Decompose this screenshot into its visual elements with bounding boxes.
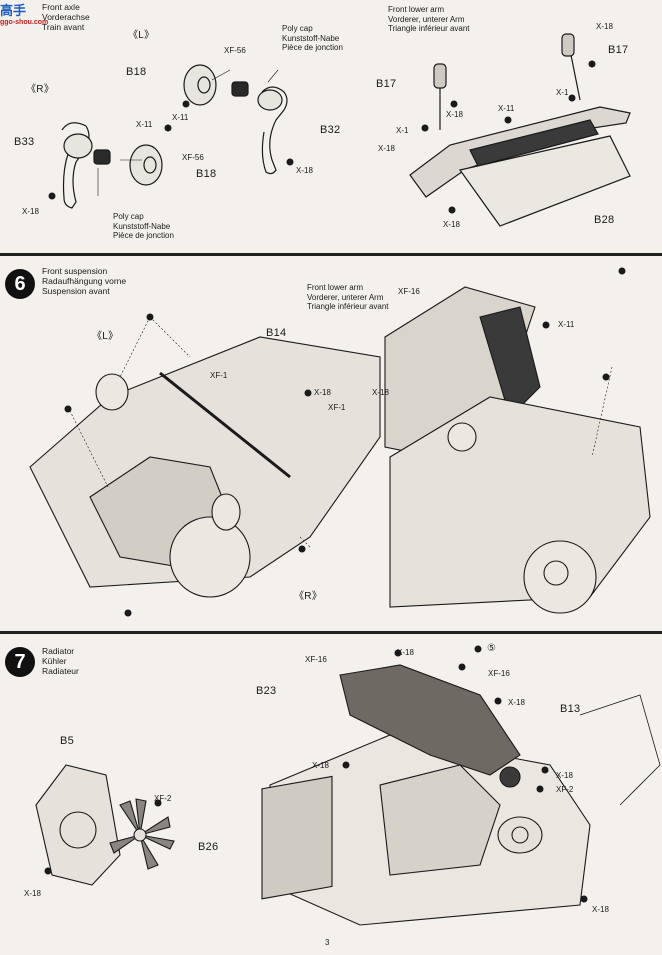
part-b28: B28 — [594, 214, 615, 226]
lower-arm6-en: Front lower arm — [307, 283, 364, 292]
divider-step6-7 — [0, 631, 662, 634]
paint-x18-s7e: X-18 — [556, 771, 573, 780]
polycap-note-top: Poly cap Kunststoff-Nabe Pièce de joncti… — [282, 24, 343, 53]
watermark-glyphs: 高手 — [0, 3, 27, 18]
paint-xf16-s6: XF-16 — [398, 287, 420, 296]
polycap-bottom-en: Poly cap — [113, 212, 144, 221]
part-b18-top: B18 — [126, 66, 147, 78]
step-radiator: 7 Radiator Kühler Radiateur — [0, 635, 662, 935]
lower-arm-note-step5: Front lower arm Vorderer, unterer Arm Tr… — [388, 5, 470, 34]
step5-title-de: Vorderachse — [42, 12, 90, 22]
polycap-bottom-de: Kunststoff-Nabe — [113, 221, 171, 231]
polycap-top-en: Poly cap — [282, 24, 313, 33]
step6-title: Front suspension Radaufhängung vorne Sus… — [42, 266, 126, 296]
paint-x18-s7d: X-18 — [508, 698, 525, 707]
ref-step5: ⑤ — [487, 643, 496, 654]
step5-title-fr: Train avant — [42, 22, 85, 32]
part-b18-bottom: B18 — [196, 168, 217, 180]
lower-arm-note-step6: Front lower arm Vorderer, unterer Arm Tr… — [307, 283, 389, 312]
paint-x18-b: X-18 — [296, 166, 313, 175]
paint-x11-top: X-11 — [172, 113, 189, 122]
part-b17-left: B17 — [376, 78, 397, 90]
step-front-suspension: 6 Front suspension Radaufhängung vorne S… — [0, 257, 662, 629]
polycap-bottom-fr: Pièce de jonction — [113, 231, 174, 240]
step6-title-fr: Suspension avant — [42, 286, 110, 296]
paint-x18-s7f: X-18 — [592, 905, 609, 914]
paint-xf56-top: XF-56 — [224, 46, 246, 55]
part-b13: B13 — [560, 703, 581, 715]
side-left-label: 《L》 — [128, 30, 155, 41]
paint-x11-s6: X-11 — [558, 320, 575, 329]
watermark-site: ggo-shou.com — [0, 19, 49, 26]
part-b5: B5 — [60, 735, 75, 747]
step6-side-left: 《L》 — [92, 331, 119, 342]
front-axle-illustration — [48, 33, 631, 227]
paint-x18-d: X-18 — [443, 220, 460, 229]
page-number: 3 — [325, 938, 330, 947]
part-b26: B26 — [198, 841, 219, 853]
paint-x18-a: X-18 — [22, 207, 39, 216]
paint-xf2-a: XF-2 — [154, 794, 172, 803]
paint-x18-s6a: X-18 — [314, 388, 331, 397]
radiator-illustration — [35, 645, 661, 926]
polycap-top-de: Kunststoff-Nabe — [282, 33, 340, 43]
part-b17-right: B17 — [608, 44, 629, 56]
side-right-label: 《R》 — [26, 84, 55, 95]
part-b23: B23 — [256, 685, 277, 697]
paint-x11-left: X-11 — [136, 120, 153, 129]
paint-x18-s7a: X-18 — [24, 889, 41, 898]
watermark-logo: 高手 ggo-shou.com — [0, 0, 68, 32]
step7-title-fr: Radiateur — [42, 666, 79, 676]
step6-title-de: Radaufhängung vorne — [42, 276, 127, 286]
part-b14: B14 — [266, 327, 287, 339]
part-b33: B33 — [14, 136, 35, 148]
paint-x18-e: X-18 — [596, 22, 613, 31]
step6-title-en: Front suspension — [42, 266, 108, 276]
divider-step5-6 — [0, 253, 662, 256]
paint-xf56-bottom: XF-56 — [182, 153, 204, 162]
paint-xf16-a: XF-16 — [305, 655, 327, 664]
step5-title-en: Front axle — [42, 2, 80, 12]
part-b32: B32 — [320, 124, 341, 136]
paint-xf2-b: XF-2 — [556, 785, 574, 794]
polycap-note-bottom: Poly cap Kunststoff-Nabe Pièce de joncti… — [113, 212, 174, 241]
paint-x18-f: X-18 — [378, 144, 395, 153]
front-suspension-illustration — [29, 267, 651, 617]
lower-arm5-de: Vorderer, unterer Arm — [388, 14, 465, 24]
step6-side-right: 《R》 — [294, 591, 323, 602]
lower-arm5-fr: Triangle inférieur avant — [388, 24, 470, 33]
step7-title: Radiator Kühler Radiateur — [42, 646, 79, 676]
lower-arm6-de: Vorderer, unterer Arm — [307, 292, 384, 302]
step5-title: Front axle Vorderachse Train avant — [42, 2, 90, 32]
paint-x18-c: X-18 — [446, 110, 463, 119]
paint-x11-arm: X-11 — [498, 104, 515, 113]
paint-xf1-a: XF-1 — [210, 371, 228, 380]
paint-x1-a: X-1 — [396, 126, 409, 135]
lower-arm6-fr: Triangle inférieur avant — [307, 302, 389, 311]
step7-number-badge: 7 — [5, 647, 35, 677]
paint-x18-s7b: X-18 — [312, 761, 329, 770]
paint-xf16-b: XF-16 — [488, 669, 510, 678]
paint-xf1-b: XF-1 — [328, 403, 346, 412]
paint-x1-b: X-1 — [556, 88, 569, 97]
step7-title-en: Radiator — [42, 646, 75, 656]
polycap-top-fr: Pièce de jonction — [282, 43, 343, 52]
paint-x18-s6b: X-18 — [372, 388, 389, 397]
step-front-axle: Front axle Vorderachse Train avant — [0, 0, 662, 250]
step7-title-de: Kühler — [42, 656, 67, 666]
lower-arm5-en: Front lower arm — [388, 5, 445, 14]
step6-number-badge: 6 — [5, 269, 35, 299]
paint-x18-s7c: X-18 — [397, 648, 414, 657]
